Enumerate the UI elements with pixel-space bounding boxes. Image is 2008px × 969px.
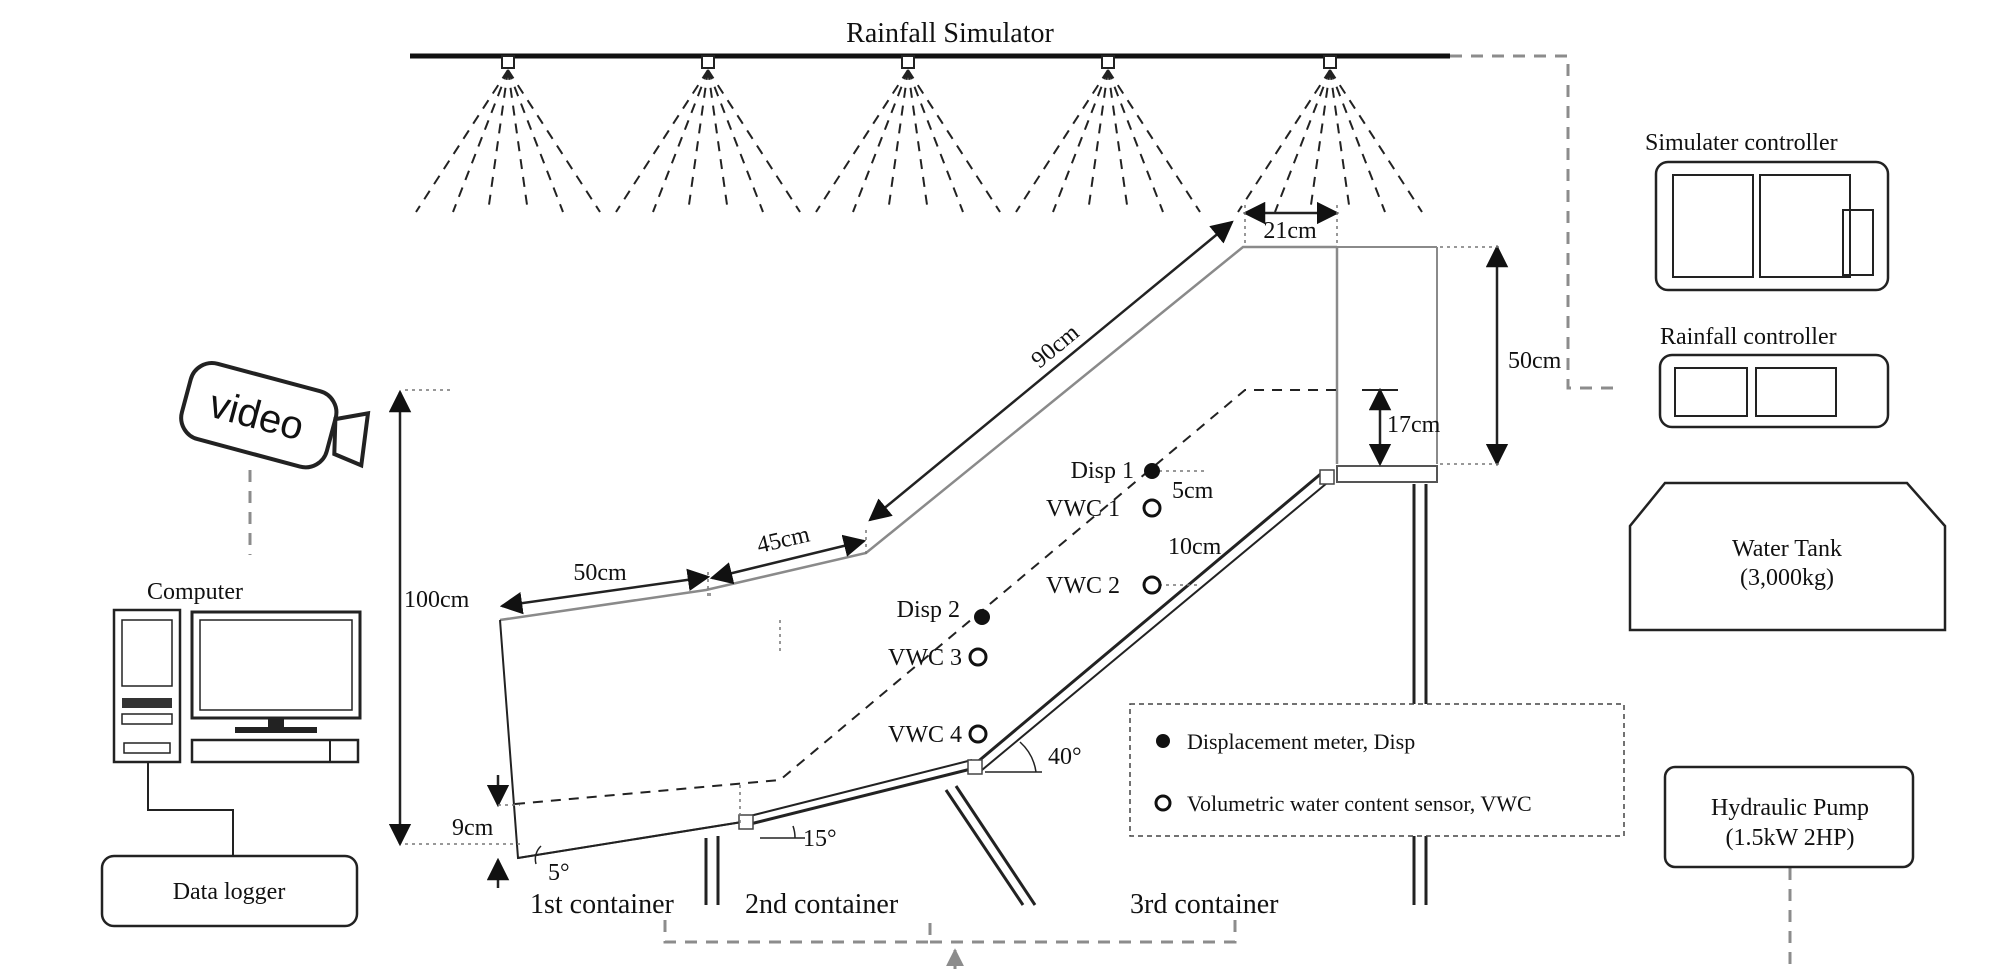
- dim-50cm-left: 50cm: [573, 560, 627, 586]
- drainage-line: [663, 920, 932, 944]
- vwc1-marker: [1142, 498, 1162, 518]
- container-3-label: 3rd container: [1130, 889, 1279, 920]
- disp1-marker: [1144, 463, 1160, 479]
- disp2-label: Disp 2: [897, 597, 960, 623]
- dim-9cm: 9cm: [452, 815, 494, 841]
- vwc2-label: VWC 2: [1046, 573, 1120, 599]
- disp2-marker: [974, 609, 990, 625]
- sprinkler-nozzles: [415, 55, 1423, 213]
- rainfall-controller-label: Rainfall controller: [1660, 324, 1837, 350]
- computer: Computer: [112, 579, 362, 764]
- dim-21cm: 21cm: [1263, 218, 1317, 244]
- dim-5cm: 5cm: [1172, 478, 1214, 504]
- computer-label: Computer: [147, 579, 243, 605]
- vwc4-label: VWC 4: [888, 722, 962, 748]
- simulator-to-controller-line: [1450, 54, 1615, 390]
- vwc1-label: VWC 1: [1046, 496, 1120, 522]
- rainfall-controller: Rainfall controller: [1658, 324, 1890, 429]
- legend: Displacement meter, Disp Volumetric wate…: [1129, 703, 1625, 837]
- data-logger-label: Data logger: [173, 879, 286, 905]
- dim-10cm: 10cm: [1168, 534, 1222, 560]
- data-logger: Data logger: [100, 854, 359, 928]
- sprinkler-nozzle: [815, 55, 1001, 213]
- vwc4-marker: [968, 724, 988, 744]
- legend-open-marker: [1154, 794, 1172, 812]
- container-2-label: 2nd container: [745, 889, 899, 920]
- angle-40-deg: 40°: [1048, 744, 1082, 770]
- flume-container: [499, 245, 1438, 906]
- dim-45cm: 45cm: [755, 521, 813, 558]
- hydraulic-pump: Hydraulic Pump (1.5kW 2HP): [1663, 765, 1915, 869]
- dim-100cm: 100cm: [404, 587, 470, 613]
- rainfall-simulator-title: Rainfall Simulator: [846, 18, 1054, 49]
- sprinkler-nozzle: [615, 55, 801, 213]
- legend-filled-marker: [1156, 734, 1170, 748]
- video-camera: video: [179, 361, 371, 470]
- angle-5-deg: 5°: [548, 860, 570, 886]
- simulator-controller-label: Simulater controller: [1645, 130, 1838, 156]
- water-tank-label: Water Tank: [1732, 536, 1842, 562]
- sensor-markers: Disp 1 VWC 1 VWC 2 Disp 2 VWC 3 VWC 4: [888, 458, 1162, 748]
- water-tank: Water Tank (3,000kg): [1628, 481, 1947, 632]
- vwc2-marker: [1142, 575, 1162, 595]
- computer-to-logger-line: [147, 762, 234, 856]
- sprinkler-nozzle: [1015, 55, 1201, 213]
- angle-15-deg: 15°: [803, 826, 837, 852]
- disp1-label: Disp 1: [1071, 458, 1134, 484]
- hydraulic-pump-label: Hydraulic Pump: [1711, 795, 1869, 821]
- simulator-controller: Simulater controller: [1645, 130, 1890, 292]
- dim-17cm: 17cm: [1387, 412, 1441, 438]
- vwc3-marker: [968, 647, 988, 667]
- dim-50cm-right: 50cm: [1508, 348, 1562, 374]
- sprinkler-nozzle: [415, 55, 601, 213]
- hydraulic-pump-spec: (1.5kW 2HP): [1726, 825, 1855, 851]
- sprinkler-nozzle: [1237, 55, 1423, 213]
- legend-disp-label: Displacement meter, Disp: [1187, 729, 1415, 754]
- container-1-label: 1st container: [530, 889, 675, 920]
- dim-90cm: 90cm: [1027, 319, 1085, 373]
- vwc3-label: VWC 3: [888, 645, 962, 671]
- dimension-annotations: 21cm 90cm 50cm 17cm 45cm 50cm 100cm 9cm: [388, 201, 1562, 888]
- legend-vwc-label: Volumetric water content sensor, VWC: [1187, 791, 1532, 816]
- water-tank-capacity: (3,000kg): [1740, 565, 1834, 591]
- angle-annotations: 5° 15° 40°: [534, 741, 1082, 886]
